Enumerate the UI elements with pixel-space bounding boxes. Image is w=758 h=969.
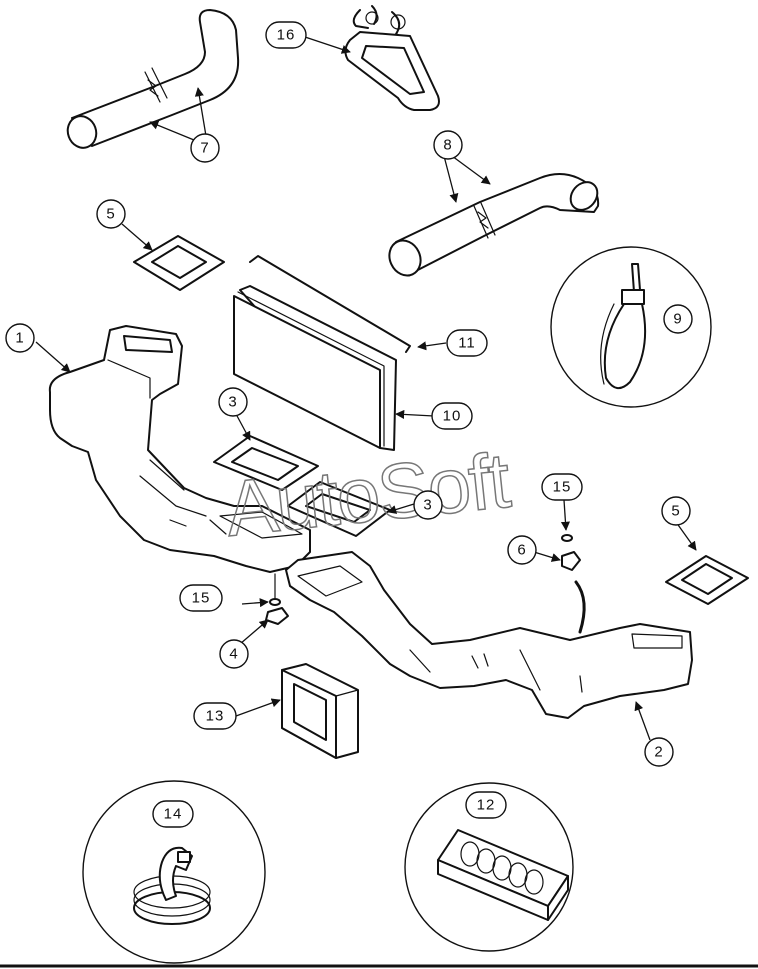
part-3-gasket-a (213, 435, 319, 491)
part-7-hose (66, 9, 240, 149)
callout-12: 12 (465, 791, 507, 819)
callout-3a: 3 (218, 387, 248, 417)
part-13-vent (281, 663, 359, 759)
part-1-duct (48, 325, 311, 573)
part-2-duct (285, 551, 693, 719)
part-5-gasket-left (133, 235, 225, 291)
callout-9-label: 9 (673, 311, 682, 328)
part-10-filter (233, 285, 397, 451)
part-16-handle (344, 5, 440, 111)
callout-14: 14 (152, 800, 194, 828)
detail-14-clip (82, 780, 266, 964)
callout-1-label: 1 (15, 330, 24, 347)
callout-14-label: 14 (164, 806, 183, 823)
part-15-washer-left (269, 573, 281, 606)
part-8-hose (388, 173, 600, 277)
callout-15b-label: 15 (553, 479, 572, 496)
callout-7: 7 (190, 133, 220, 163)
detail-9-strap (550, 246, 712, 408)
callout-13-label: 13 (206, 708, 225, 725)
callout-16-label: 16 (277, 27, 296, 44)
callout-11-label: 11 (458, 335, 476, 352)
part-11-rod (249, 255, 411, 353)
part-5-gasket-right (665, 555, 749, 605)
callout-6: 6 (507, 535, 537, 565)
callout-7-label: 7 (200, 140, 209, 157)
callout-8: 8 (433, 130, 463, 160)
callout-5a-label: 5 (106, 206, 115, 223)
part-4-nut (265, 607, 289, 625)
callout-2: 2 (644, 737, 674, 767)
callout-10: 10 (431, 402, 473, 430)
callout-3b: 3 (413, 490, 443, 520)
callout-8-label: 8 (443, 137, 452, 154)
callout-5b-label: 5 (671, 503, 680, 520)
callout-3b-label: 3 (423, 497, 432, 514)
callout-1: 1 (5, 323, 35, 353)
part-6-bolt (561, 551, 586, 634)
callout-6-label: 6 (517, 542, 526, 559)
part-3-gasket-b (287, 481, 391, 537)
callout-15a-label: 15 (192, 590, 211, 607)
callout-9: 9 (663, 304, 693, 334)
callout-4-label: 4 (229, 646, 238, 663)
callout-2-label: 2 (654, 744, 663, 761)
callout-4: 4 (219, 639, 249, 669)
callout-13: 13 (193, 702, 237, 730)
detail-12-grille (404, 782, 574, 952)
callout-3a-label: 3 (228, 394, 237, 411)
callout-5a: 5 (96, 199, 126, 229)
callout-5b: 5 (661, 496, 691, 526)
callout-15a: 15 (179, 584, 223, 612)
leader-lines (35, 35, 697, 741)
callout-11: 11 (446, 329, 488, 357)
part-15-washer-right (561, 534, 573, 542)
callout-16: 16 (265, 21, 307, 49)
callout-10-label: 10 (443, 408, 462, 425)
callout-15b: 15 (541, 473, 583, 501)
callout-12-label: 12 (477, 797, 496, 814)
